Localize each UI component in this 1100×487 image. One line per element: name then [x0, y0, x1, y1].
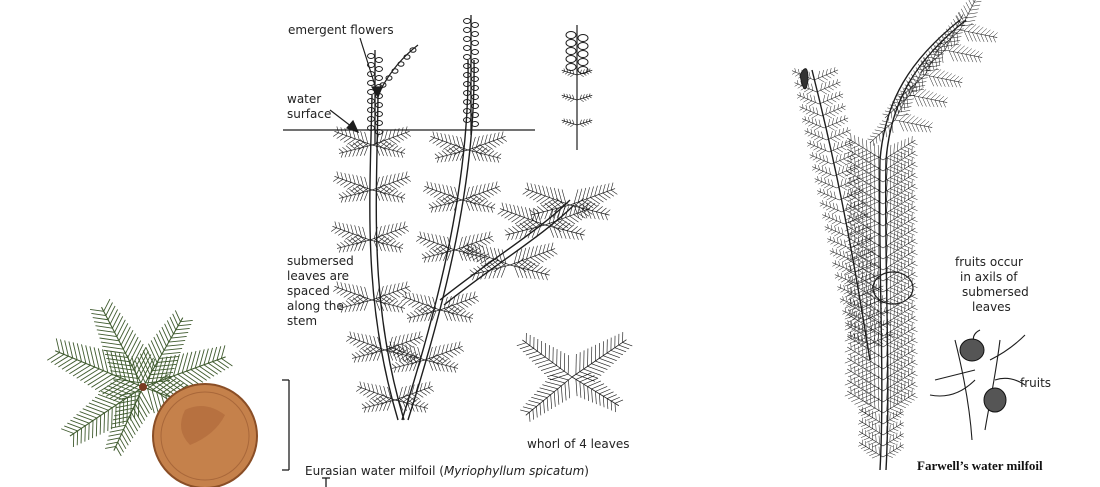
flower-detail-inset	[562, 25, 593, 150]
label-surface: surface	[287, 107, 331, 121]
label-emergent-flowers: emergent flowers	[288, 23, 394, 37]
label-fruits-2: in axils of	[960, 270, 1018, 284]
label-fruits-1: fruits occur	[955, 255, 1023, 269]
caption-eurasian-suffix: )	[584, 464, 589, 478]
penny-coin	[153, 384, 257, 487]
label-fruits-3: submersed	[962, 285, 1029, 299]
caption-eurasian: Eurasian water milfoil (Myriophyllum spi…	[305, 464, 589, 478]
label-whorl: whorl of 4 leaves	[527, 437, 629, 451]
label-submersed-4: along the	[287, 299, 344, 313]
label-submersed-5: stem	[287, 314, 317, 328]
farwell-stems	[812, 20, 966, 470]
caption-eurasian-species: Myriophyllum spicatum	[444, 464, 584, 478]
label-submersed-3: spaced	[287, 284, 330, 298]
label-fruits-4: leaves	[972, 300, 1011, 314]
label-submersed-2: leaves are	[287, 269, 349, 283]
label-fruits: fruits	[1020, 376, 1051, 390]
whorl-detail	[517, 332, 632, 422]
caption-eurasian-prefix: Eurasian water milfoil (	[305, 464, 444, 478]
farwell-leaves	[792, 0, 998, 458]
caption-farwell: Farwell’s water milfoil	[917, 458, 1043, 473]
label-submersed-1: submersed	[287, 254, 354, 268]
label-water: water	[287, 92, 321, 106]
eurasian-leaf-whorls	[331, 127, 617, 413]
